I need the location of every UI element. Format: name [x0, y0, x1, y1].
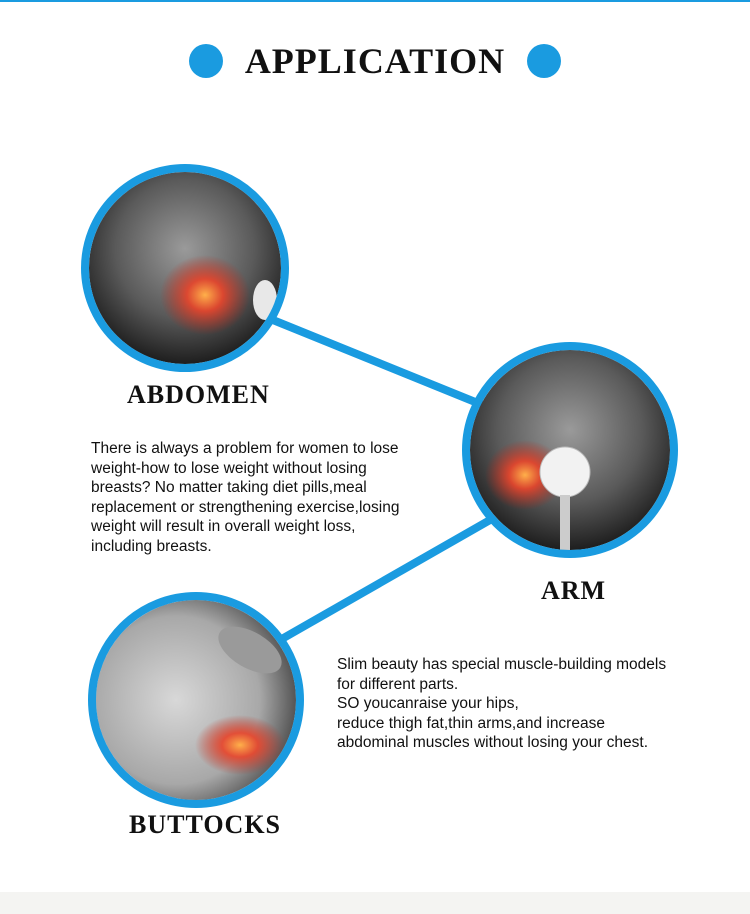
area-label-buttocks: BUTTOCKS — [129, 810, 282, 839]
text-line: reduce thigh fat,thin arms,and increase — [337, 714, 605, 732]
connector-line — [266, 314, 492, 412]
bullet-dot-right — [527, 44, 562, 78]
top-accent-line — [0, 0, 750, 2]
text-line: including breasts. — [91, 537, 212, 555]
description-paragraph-1: There is always a problem for women to l… — [91, 439, 399, 556]
bullet-dot-left — [188, 44, 223, 78]
text-line: replacement or strengthening exercise,lo… — [91, 498, 400, 516]
area-label-abdomen: ABDOMEN — [127, 380, 270, 409]
connector-line — [278, 516, 492, 644]
footer-strip — [0, 892, 750, 914]
text-line: weight-how to lose weight without losing — [91, 459, 367, 477]
abdomen-image — [81, 164, 289, 372]
description-paragraph-2: Slim beauty has special muscle-building … — [337, 655, 666, 753]
text-line: weight will result in overall weight los… — [91, 518, 356, 535]
arm-image — [462, 342, 678, 558]
text-line: SO youcanraise your hips, — [337, 695, 519, 712]
text-line: breasts? No matter taking diet pills,mea… — [91, 479, 367, 496]
header: APPLICATION — [0, 40, 750, 82]
text-line: for different parts. — [337, 675, 459, 693]
text-line: abdominal muscles without losing your ch… — [337, 734, 649, 751]
area-label-arm: ARM — [541, 576, 607, 605]
text-line: Slim beauty has special muscle-building … — [337, 656, 667, 673]
buttocks-image — [88, 592, 304, 808]
text-line: There is always a problem for women to l… — [91, 440, 399, 457]
page-title: APPLICATION — [244, 41, 506, 81]
